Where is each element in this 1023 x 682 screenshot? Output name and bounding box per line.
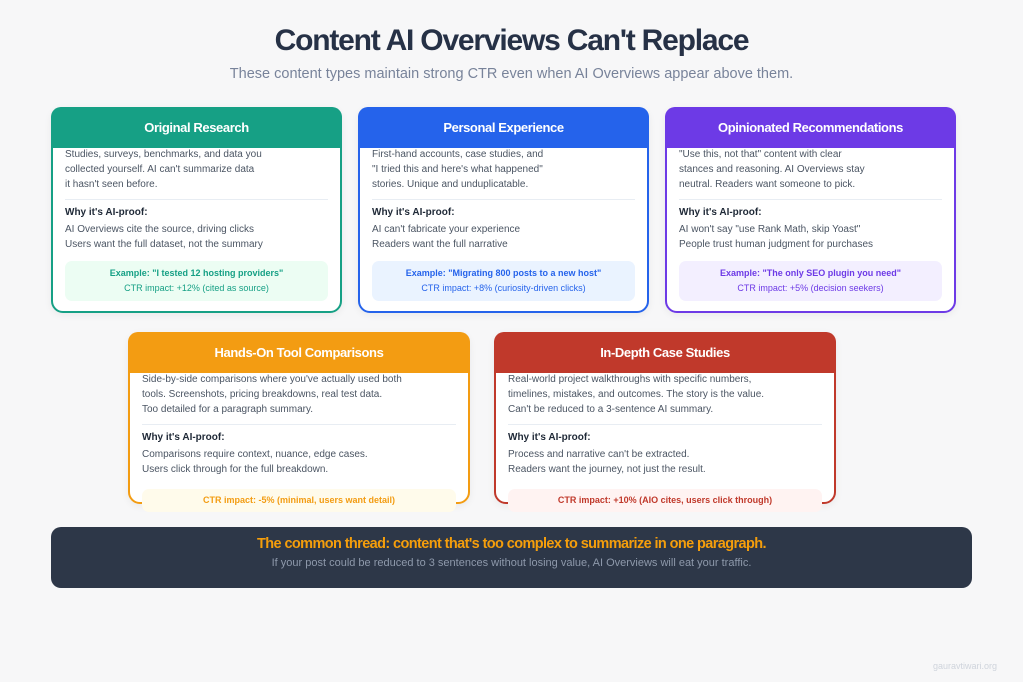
why-line: Process and narrative can't be extracted…	[508, 448, 690, 460]
card-title: Hands-On Tool Comparisons	[214, 345, 384, 360]
why-line: Users click through for the full breakdo…	[142, 463, 329, 475]
why-label: Why it's AI-proof:	[508, 431, 591, 443]
card-opinionated-recommendations: Opinionated Recommendations "Use this, n…	[665, 107, 956, 313]
desc-line: Can't be reduced to a 3-sentence AI summ…	[508, 404, 714, 416]
card-in-depth-case-studies: In-Depth Case Studies Real-world project…	[494, 332, 836, 512]
divider	[372, 198, 635, 200]
why-line: Comparisons require context, nuance, edg…	[142, 448, 368, 460]
why-line: AI can't fabricate your experience	[372, 223, 521, 235]
desc-line: stances and reasoning. AI Overviews stay	[679, 164, 865, 176]
example-text: Example: "The only SEO plugin you need"	[719, 268, 902, 279]
card-description: Real-world project walkthroughs with spe…	[508, 372, 822, 418]
summary-banner: The common thread: content that's too co…	[51, 527, 972, 588]
example-text: Example: "I tested 12 hosting providers"	[109, 268, 284, 279]
example-text: Example: "Migrating 800 posts to a new h…	[405, 268, 602, 279]
divider	[65, 198, 328, 200]
impact-box: Example: "I tested 12 hosting providers"…	[65, 261, 328, 302]
impact-box: CTR impact: -5% (minimal, users want det…	[142, 489, 456, 512]
card-title: In-Depth Case Studies	[600, 345, 730, 360]
why-line: AI Overviews cite the source, driving cl…	[65, 223, 254, 235]
why-line: People trust human judgment for purchase…	[679, 238, 873, 250]
why-label: Why it's AI-proof:	[65, 206, 148, 218]
card-hands-on-tool-comparisons: Hands-On Tool Comparisons Side-by-side c…	[128, 332, 470, 512]
card-description: "Use this, not that" content with clear …	[679, 147, 942, 193]
desc-line: "Use this, not that" content with clear	[679, 149, 842, 160]
card-description: Side-by-side comparisons where you've ac…	[142, 372, 456, 418]
desc-line: First-hand accounts, case studies, and	[372, 149, 544, 160]
ctr-impact-text: CTR impact: +5% (decision seekers)	[737, 283, 884, 294]
page-title: Content AI Overviews Can't Replace	[274, 24, 750, 57]
impact-box: Example: "The only SEO plugin you need" …	[679, 261, 942, 302]
why-line: Users want the full dataset, not the sum…	[65, 238, 263, 250]
divider	[508, 423, 822, 425]
card-title: Personal Experience	[443, 120, 564, 135]
card-title: Original Research	[144, 120, 249, 135]
desc-line: Side-by-side comparisons where you've ac…	[142, 374, 402, 385]
watermark: gauravtiwari.org	[932, 661, 997, 671]
why-label: Why it's AI-proof:	[372, 206, 455, 218]
card-personal-experience: Personal Experience First-hand accounts,…	[358, 107, 649, 313]
desc-line: tools. Screenshots, pricing breakdowns, …	[142, 389, 383, 401]
card-original-research: Original Research Studies, surveys, benc…	[51, 107, 342, 313]
ctr-impact-text: CTR impact: +8% (curiosity-driven clicks…	[421, 283, 586, 294]
card-description: First-hand accounts, case studies, and "…	[372, 147, 635, 193]
why-label: Why it's AI-proof:	[679, 206, 762, 218]
card-header: In-Depth Case Studies	[494, 332, 836, 373]
ctr-impact-text: CTR impact: +12% (cited as source)	[124, 283, 269, 294]
desc-line: Too detailed for a paragraph summary.	[142, 404, 314, 416]
desc-line: it hasn't seen before.	[65, 179, 158, 191]
desc-line: Real-world project walkthroughs with spe…	[508, 374, 752, 385]
why-label: Why it's AI-proof:	[142, 431, 225, 443]
desc-line: Studies, surveys, benchmarks, and data y…	[65, 149, 262, 160]
page-subtitle: These content types maintain strong CTR …	[229, 66, 794, 82]
card-header: Opinionated Recommendations	[665, 107, 956, 148]
desc-line: neutral. Readers want someone to pick.	[679, 179, 856, 191]
desc-line: "I tried this and here's what happened"	[372, 164, 543, 176]
divider	[142, 423, 456, 425]
card-header: Personal Experience	[358, 107, 649, 148]
impact-box: CTR impact: +10% (AIO cites, users click…	[508, 489, 822, 512]
desc-line: stories. Unique and unduplicatable.	[372, 179, 529, 191]
impact-box: Example: "Migrating 800 posts to a new h…	[372, 261, 635, 302]
why-line: Readers want the journey, not just the r…	[508, 463, 706, 475]
desc-line: collected yourself. AI can't summarize d…	[65, 164, 255, 176]
desc-line: timelines, mistakes, and outcomes. The s…	[508, 389, 765, 401]
card-header: Original Research	[51, 107, 342, 148]
banner-title: The common thread: content that's too co…	[257, 536, 767, 552]
card-description: Studies, surveys, benchmarks, and data y…	[65, 147, 328, 193]
banner-subtitle: If your post could be reduced to 3 sente…	[271, 557, 752, 569]
divider	[679, 198, 942, 200]
card-header: Hands-On Tool Comparisons	[128, 332, 470, 373]
why-line: AI won't say "use Rank Math, skip Yoast"	[679, 223, 861, 235]
why-line: Readers want the full narrative	[372, 238, 508, 250]
card-title: Opinionated Recommendations	[718, 120, 903, 135]
